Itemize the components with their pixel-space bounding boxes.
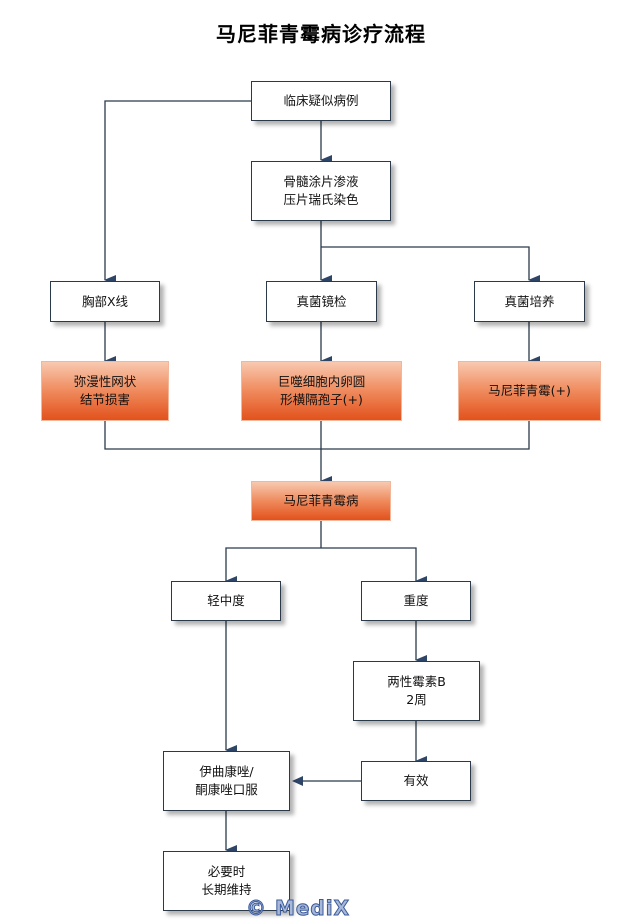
node-mild-moderate: 轻中度 <box>171 581 281 621</box>
arrowhead-left <box>292 776 303 786</box>
edge-diffuse-merge <box>104 421 530 450</box>
node-long-term: 必要时 长期维持 <box>163 851 290 911</box>
node-diagnosis: 马尼菲青霉病 <box>251 481 391 521</box>
edge-diagnosis-to-severe <box>321 547 427 586</box>
node-fungal-microscopy: 真菌镜检 <box>266 281 377 322</box>
node-clinical-suspect: 临床疑似病例 <box>251 81 391 121</box>
edge-diagnosis-to-mild <box>225 547 321 586</box>
node-macrophage-spores: 巨噬细胞内卵圆 形横隔孢子(+) <box>241 361 402 421</box>
watermark-logo: © MediX <box>245 896 351 920</box>
node-amphotericin: 两性霉素B 2周 <box>353 661 480 721</box>
diagram-title: 马尼菲青霉病诊疗流程 <box>216 22 426 46</box>
edge-smear-to-culture <box>321 246 540 285</box>
node-fungal-culture: 真菌培养 <box>474 281 585 322</box>
node-severe: 重度 <box>361 581 471 621</box>
edge-clinical-to-xray <box>104 100 251 285</box>
node-bone-marrow-smear: 骨髓涂片渗液 压片瑞氏染色 <box>251 161 391 221</box>
node-chest-xray: 胸部X线 <box>50 281 160 322</box>
node-diffuse-reticular: 弥漫性网状 结节损害 <box>41 361 169 421</box>
node-itraconazole: 伊曲康唑/ 酮康唑口服 <box>163 751 290 811</box>
node-effective: 有效 <box>361 761 471 801</box>
node-marneffei-positive: 马尼菲青霉(+) <box>458 361 601 421</box>
